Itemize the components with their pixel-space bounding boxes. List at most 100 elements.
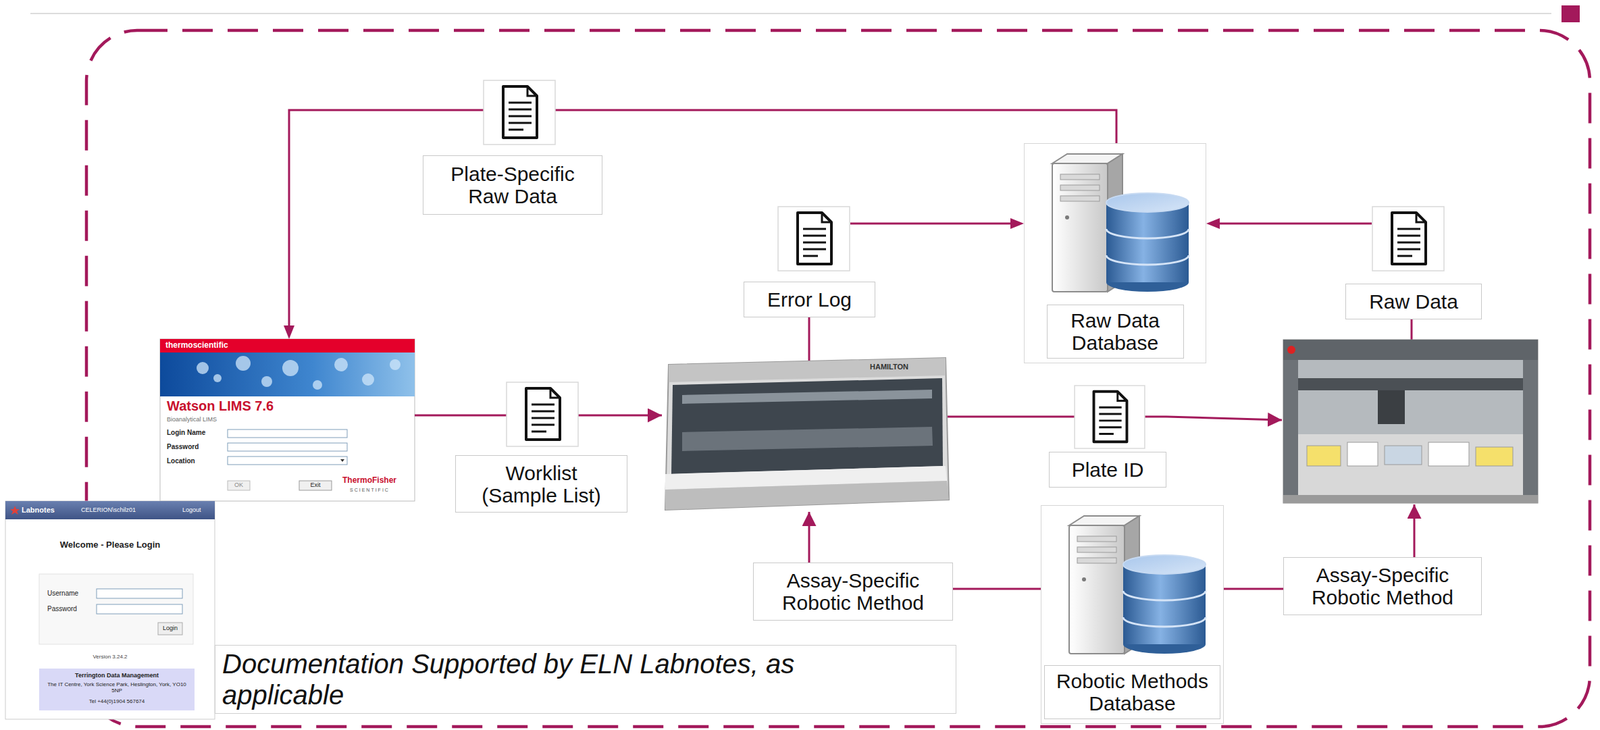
connector-line xyxy=(952,588,1041,591)
document-icon xyxy=(1074,385,1145,449)
arrow-head xyxy=(1010,218,1024,229)
molecule xyxy=(235,355,251,371)
screen-text: Location xyxy=(166,457,196,466)
molecule xyxy=(213,374,222,383)
arrow-head xyxy=(1206,218,1220,229)
screen-text: ThermoFisher xyxy=(342,476,397,486)
header-rule xyxy=(30,12,1552,15)
screen-text: SCIENTIFIC xyxy=(349,487,390,494)
plate xyxy=(1428,442,1469,467)
connector-line xyxy=(414,414,456,417)
box-label: Raw Data xyxy=(1345,283,1482,320)
screen-text: Terrington Data Management xyxy=(39,672,195,679)
flow-line xyxy=(808,317,811,361)
molecule xyxy=(312,380,323,390)
document-icon xyxy=(483,80,556,145)
screen-text: thermoscientific xyxy=(165,341,229,351)
document-icon xyxy=(1372,206,1444,271)
molecule xyxy=(362,373,375,386)
arrow-head xyxy=(283,325,295,340)
robot-arm xyxy=(682,389,933,404)
robot-base xyxy=(665,480,949,510)
robot-frame xyxy=(1283,339,1538,504)
screen-frame xyxy=(5,501,215,720)
screen-text: OK xyxy=(227,481,250,489)
flow-connector xyxy=(414,415,456,417)
box-label: Error Log xyxy=(743,281,876,318)
labnotes-login-screenshot: LabnotesCELERION\schilz01LogoutWelcome -… xyxy=(5,501,215,720)
select-field xyxy=(227,456,348,465)
screen-text: Logout xyxy=(182,506,202,514)
box-label: Raw Data Database xyxy=(1046,304,1184,359)
server-icon xyxy=(1069,515,1206,654)
screen-text: The IT Centre, York Science Park, Heslin… xyxy=(45,681,188,694)
flow-arrow xyxy=(1166,416,1282,421)
flow-arrow xyxy=(1413,504,1416,558)
document-icon xyxy=(778,206,850,271)
screen-text: CELERION\schilz01 xyxy=(81,506,136,514)
connector-line xyxy=(1219,222,1346,225)
button xyxy=(227,480,250,491)
box-label: Assay-Specific Robotic Method xyxy=(1290,563,1475,609)
screen-text: Bioanalytical LIMS xyxy=(166,416,217,423)
plate xyxy=(1306,445,1341,467)
robot-base xyxy=(1283,495,1538,504)
hamilton-robot xyxy=(665,357,949,510)
document-box: Error Log xyxy=(743,205,876,318)
login-panel xyxy=(39,574,194,645)
screen-text: Login xyxy=(158,624,183,632)
caption-box: Documentation Supported by ELN Labnotes,… xyxy=(214,644,957,714)
flow-connector xyxy=(1206,218,1346,229)
molecules xyxy=(196,355,401,390)
method-box: Assay-Specific Robotic Method xyxy=(1283,557,1482,616)
document-box: Worklist (Sample List) xyxy=(455,381,628,513)
robot-deck xyxy=(682,426,933,452)
flow-arrow xyxy=(627,414,662,417)
tecan-robot xyxy=(1283,339,1538,504)
plate xyxy=(1384,445,1422,465)
molecule-band xyxy=(160,352,415,397)
molecule xyxy=(282,359,299,377)
screen-text: Username xyxy=(47,589,79,598)
box-label: Plate-Specific Raw Data xyxy=(422,155,603,215)
document-box: Raw Data xyxy=(1345,205,1482,320)
screen-frame xyxy=(160,339,415,502)
robot-back xyxy=(1298,359,1524,435)
document-box: Plate ID xyxy=(1048,384,1167,488)
device-label: HAMILTON xyxy=(869,362,909,371)
screen-text: Password xyxy=(47,605,77,614)
database-box: Raw Data Database xyxy=(1023,143,1207,364)
screen-text: Labnotes xyxy=(21,505,55,515)
molecule xyxy=(261,376,273,387)
box-label: Assay-Specific Robotic Method xyxy=(760,569,946,614)
robot-pillar xyxy=(1523,359,1538,504)
server-icon xyxy=(1052,153,1189,292)
brand-band xyxy=(160,339,415,353)
connector-line xyxy=(602,110,1117,144)
flow-connector xyxy=(875,218,1024,229)
robot-body xyxy=(665,357,949,510)
corner-mark xyxy=(1561,5,1580,23)
document-icon xyxy=(506,382,579,447)
screen-text: Tel +44(0)1904 567674 xyxy=(39,698,195,705)
input-field xyxy=(227,429,348,438)
robot-logo xyxy=(1287,345,1296,354)
flow-connector xyxy=(283,110,423,340)
flow-arrow xyxy=(808,511,811,563)
plate xyxy=(1347,442,1378,467)
input-field xyxy=(227,443,348,452)
molecule xyxy=(196,362,209,375)
lims-login-screenshot: thermoscientificWatson LIMS 7.6Bioanalyt… xyxy=(160,339,415,502)
dashed-boundary xyxy=(86,30,1590,727)
screen-text: Login Name xyxy=(166,428,206,437)
select-arrow xyxy=(340,459,345,462)
flow-line xyxy=(850,222,876,225)
robot-arm xyxy=(1298,378,1524,391)
document-box: Plate-Specific Raw Data xyxy=(422,79,603,215)
screen-text: Watson LIMS 7.6 xyxy=(166,398,274,415)
title-bar xyxy=(5,501,215,520)
database-box: Robotic Methods Database xyxy=(1040,505,1224,725)
flow-line xyxy=(1345,222,1372,225)
connector-line xyxy=(289,110,423,326)
